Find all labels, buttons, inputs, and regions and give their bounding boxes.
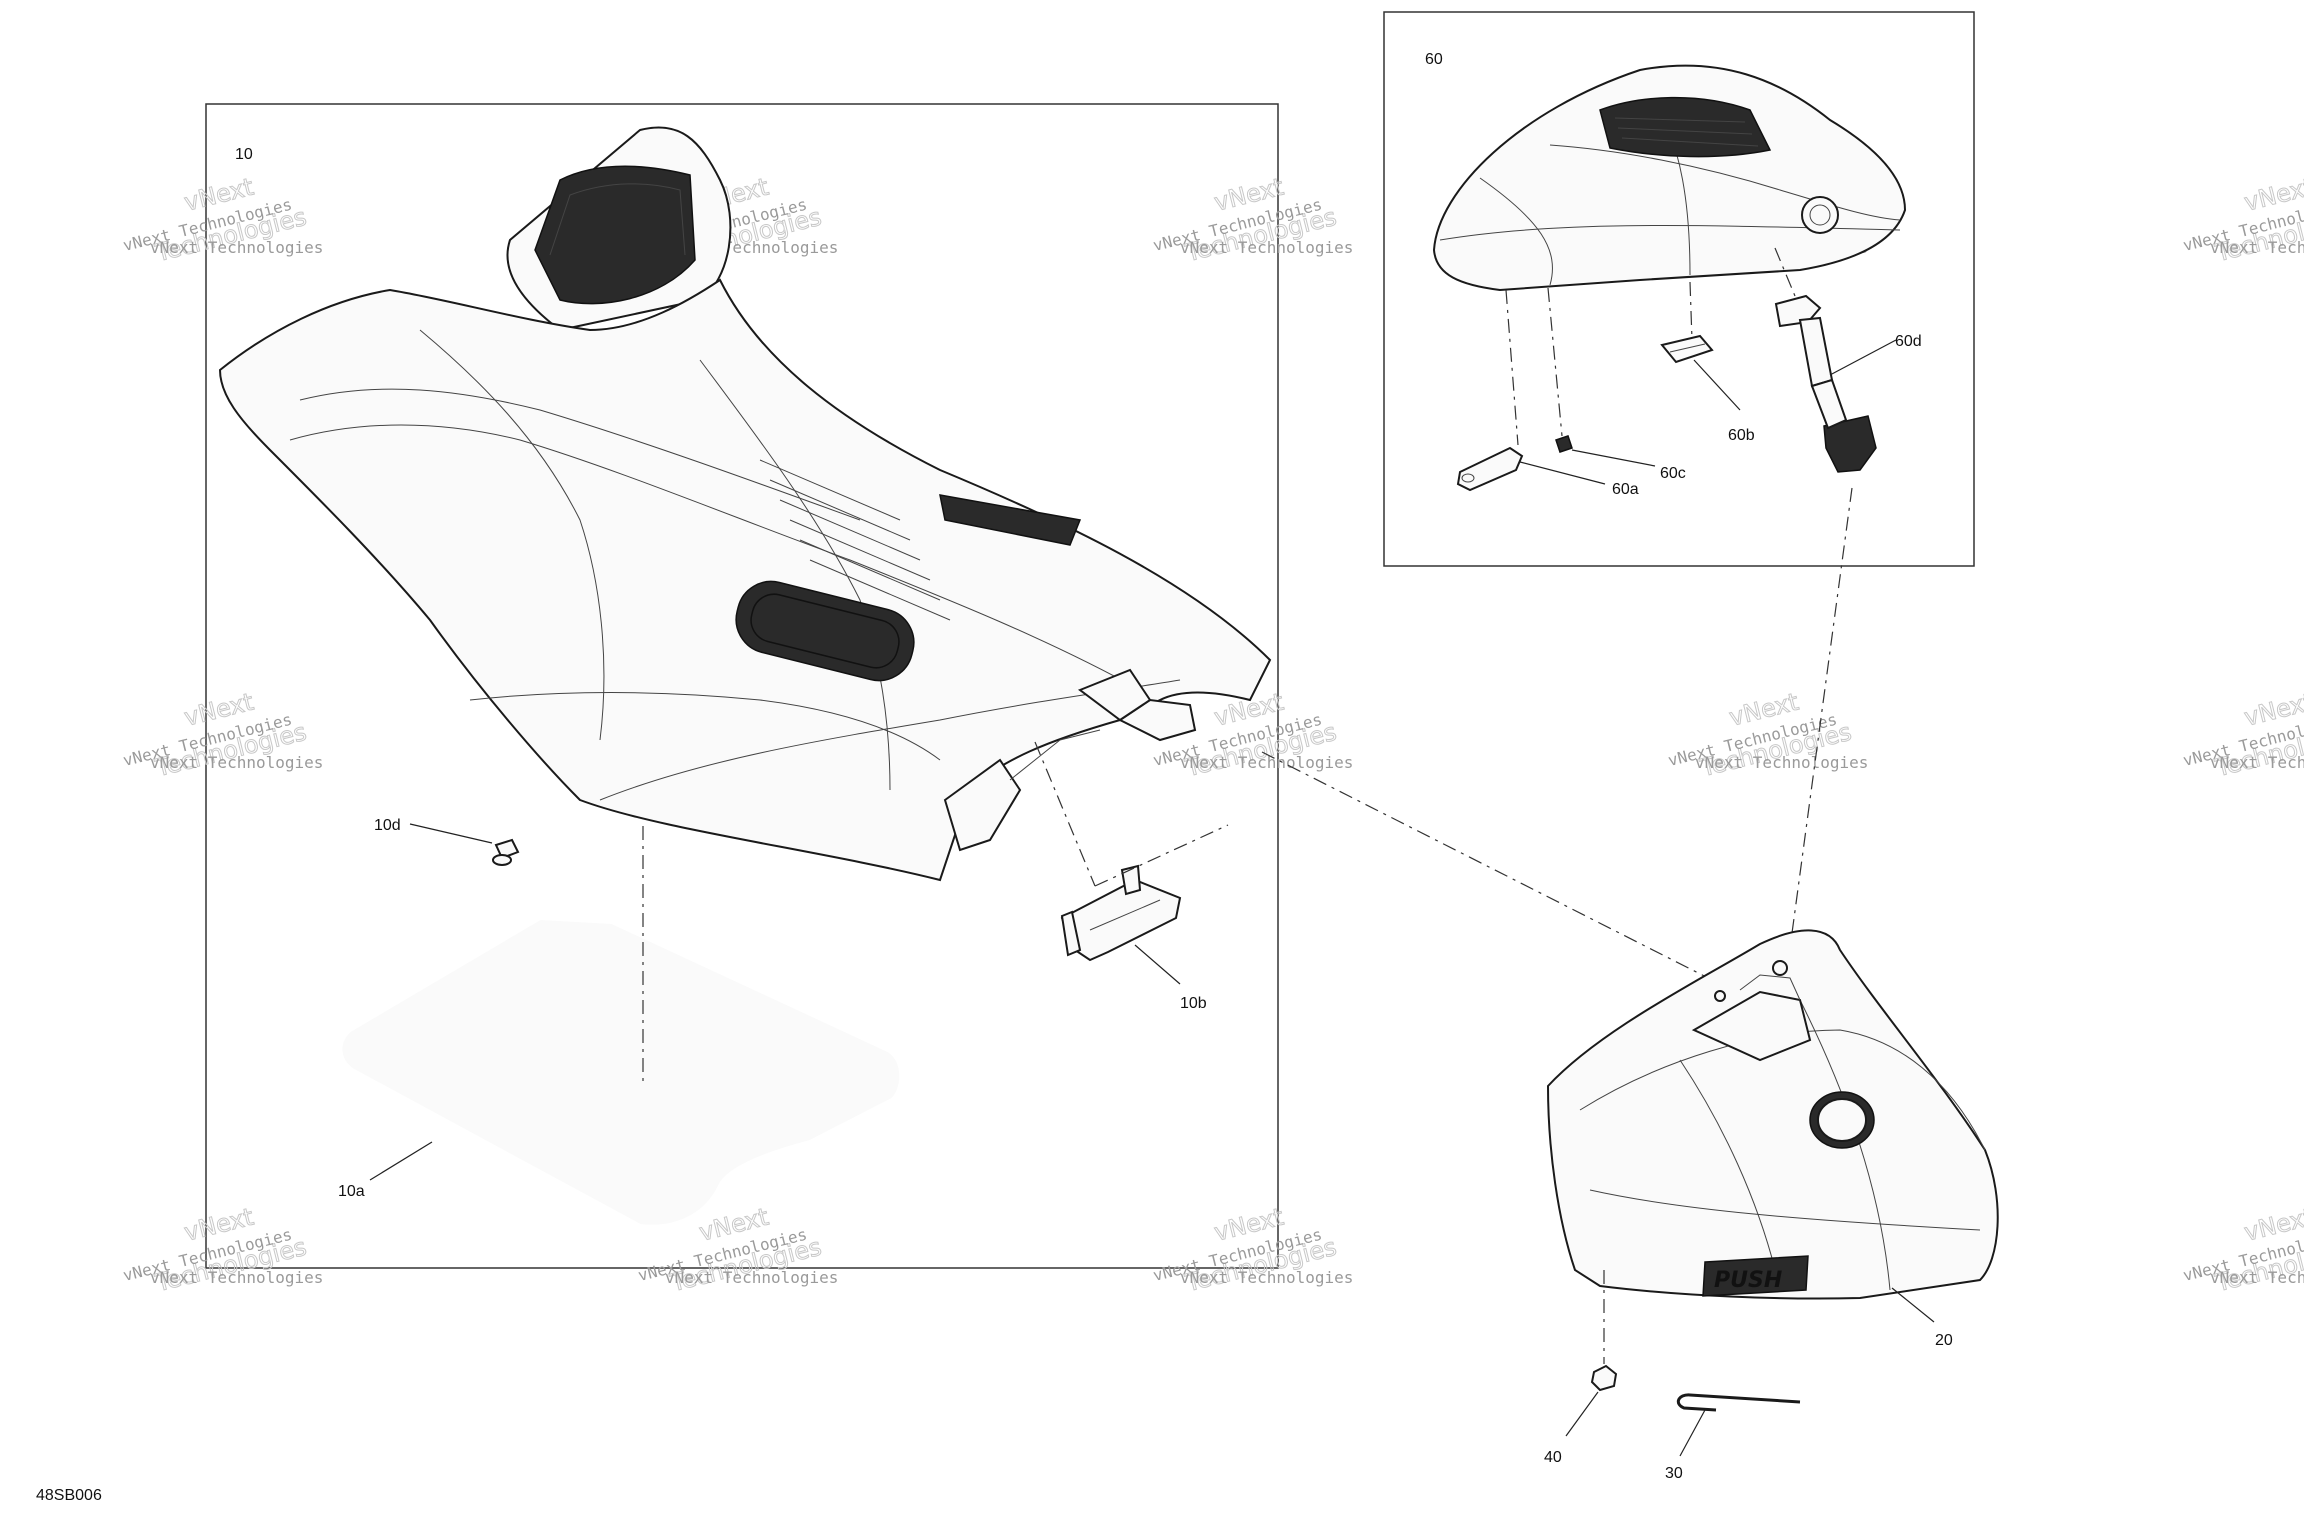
callout-pin: 30 xyxy=(1665,1465,1683,1482)
watermark-text: vNext Technologies xyxy=(150,238,323,257)
clip-10d xyxy=(492,838,520,866)
callout-clip-c: 60c xyxy=(1660,465,1686,482)
clip-60c xyxy=(1555,435,1573,453)
frame-passenger-seat xyxy=(1383,11,1975,567)
watermark-text: vNext Technologies xyxy=(2210,238,2304,257)
callout-nut: 40 xyxy=(1544,1449,1562,1466)
latch-60d xyxy=(1774,294,1877,473)
pin-30 xyxy=(1676,1393,1801,1412)
diagram-code: 48SB006 xyxy=(36,1487,102,1504)
watermark-text: vNext Technologies xyxy=(150,1268,323,1287)
callout-rear-cover: 20 xyxy=(1935,1332,1953,1349)
watermark-text: vNext Technologies xyxy=(665,1268,838,1287)
latch-10b xyxy=(1060,864,1182,962)
callout-main-seat: 10 xyxy=(235,146,253,163)
passenger-seat xyxy=(1432,64,1907,292)
rear-cover: PUSH xyxy=(1546,929,1999,1300)
callout-clip: 10d xyxy=(374,817,401,834)
callout-passenger-seat: 60 xyxy=(1425,51,1443,68)
watermark-text: vNext Technologies xyxy=(1180,238,1353,257)
watermark-text: vNext Technologies xyxy=(2210,753,2304,772)
main-seat xyxy=(218,126,1272,882)
watermark-text: vNext Technologies xyxy=(2210,1268,2304,1287)
frame-main-seat xyxy=(205,103,1279,1269)
callout-gasket: 10a xyxy=(338,1183,365,1200)
bracket-60a xyxy=(1456,446,1524,492)
callout-latch-d: 60d xyxy=(1895,333,1922,350)
callout-bracket-b: 60b xyxy=(1728,427,1755,444)
bracket-60b xyxy=(1660,334,1714,364)
callout-latch: 10b xyxy=(1180,995,1207,1012)
nut-40 xyxy=(1590,1364,1618,1392)
callout-bracket-a: 60a xyxy=(1612,481,1639,498)
watermark-text: vNext Technologies xyxy=(150,753,323,772)
watermark-text: vNext Technologies xyxy=(1695,753,1868,772)
watermark-text: vNext Technologies xyxy=(1180,1268,1353,1287)
watermark-text: vNext Technologies xyxy=(1180,753,1353,772)
decal-push: PUSH xyxy=(1714,1268,1782,1293)
gasket-10a xyxy=(338,915,904,1229)
